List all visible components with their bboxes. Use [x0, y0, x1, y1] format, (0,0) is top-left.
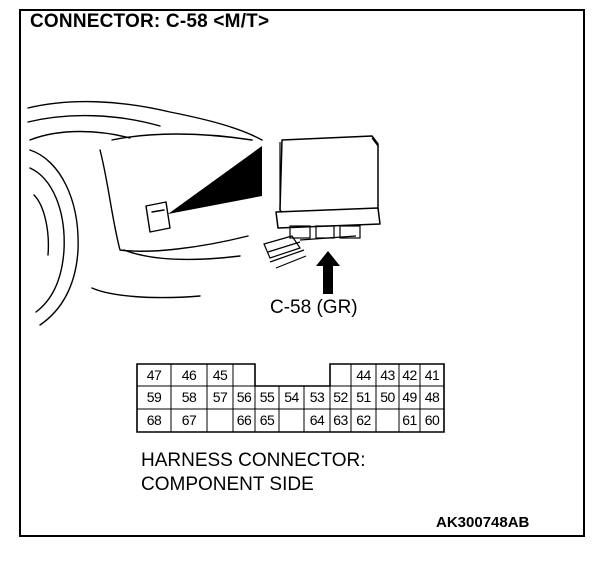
pin-41: 41 — [424, 367, 440, 383]
diagram-frame — [19, 9, 585, 537]
pin-43: 43 — [380, 367, 395, 383]
pin-47: 47 — [146, 367, 162, 383]
harness-connector-caption: HARNESS CONNECTOR: COMPONENT SIDE — [141, 449, 366, 497]
pin-59: 59 — [146, 389, 162, 405]
pin-65: 65 — [259, 412, 275, 428]
figure-code: AK300748AB — [436, 514, 530, 531]
pin-58: 58 — [181, 389, 197, 405]
pin-48: 48 — [424, 389, 440, 405]
pin-42: 42 — [402, 367, 417, 383]
diagram-title: CONNECTOR: C-58 <M/T> — [30, 11, 270, 32]
pin-50: 50 — [380, 389, 395, 405]
pin-51: 51 — [356, 389, 371, 405]
pin-68: 68 — [146, 412, 162, 428]
harness-caption-line-2: COMPONENT SIDE — [141, 474, 314, 495]
pin-62: 62 — [356, 412, 371, 428]
pin-52: 52 — [333, 389, 348, 405]
pin-49: 49 — [402, 389, 417, 405]
pin-67: 67 — [181, 412, 197, 428]
pin-56: 56 — [236, 389, 252, 405]
pin-45: 45 — [212, 367, 228, 383]
pin-64: 64 — [309, 412, 325, 428]
pin-44: 44 — [356, 367, 371, 383]
connector-label: C-58 (GR) — [270, 297, 358, 318]
pin-61: 61 — [402, 412, 417, 428]
pin-53: 53 — [309, 389, 325, 405]
pin-60: 60 — [424, 412, 440, 428]
pin-55: 55 — [259, 389, 275, 405]
pin-54: 54 — [284, 389, 299, 405]
pin-63: 63 — [333, 412, 348, 428]
pin-46: 46 — [181, 367, 197, 383]
pin-66: 66 — [236, 412, 252, 428]
harness-caption-line-1: HARNESS CONNECTOR: — [141, 450, 366, 471]
pin-57: 57 — [212, 389, 228, 405]
